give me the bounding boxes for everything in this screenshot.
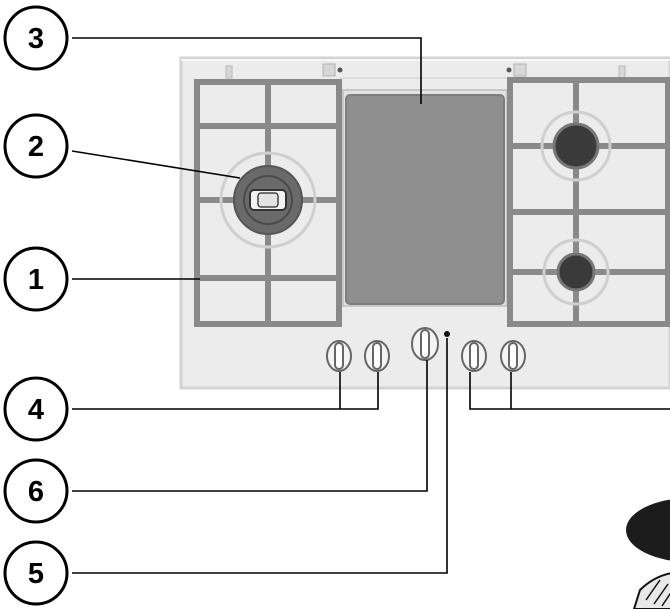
- hob-clip: [513, 63, 527, 77]
- leader-lines: [71, 37, 670, 574]
- wok-burner: [219, 151, 317, 249]
- leader-line-2: [71, 150, 241, 179]
- indicator-light: [444, 331, 450, 337]
- callout-5: 5: [3, 540, 69, 606]
- wok-burner-cap-slot: [257, 192, 279, 208]
- hob-clip: [618, 65, 626, 79]
- wok-burner-outer-ring: [219, 151, 317, 249]
- leader-line-4: [72, 372, 379, 410]
- burner-outer-ring: [542, 238, 610, 306]
- burner-head: [552, 122, 600, 170]
- callout-label: 6: [28, 476, 44, 508]
- leader-line-5: [72, 338, 448, 574]
- callout-label: 5: [28, 558, 44, 590]
- griddle-plate: [345, 94, 505, 305]
- callout-4: 4: [3, 376, 69, 442]
- callout-label: 2: [28, 131, 44, 163]
- callout-2: 2: [3, 113, 69, 179]
- leader-line-3: [72, 37, 422, 104]
- hob-clip-dot: [506, 67, 512, 73]
- leader-line-4-right: [469, 372, 670, 410]
- control-knobs: [326, 327, 526, 372]
- burner-outer-ring: [540, 110, 612, 182]
- wok-pan-body: [626, 499, 670, 561]
- callout-6: 6: [3, 458, 69, 524]
- hob-clip: [225, 65, 233, 79]
- callout-1: 1: [3, 246, 69, 312]
- callout-label: 3: [28, 23, 44, 55]
- hob-clip: [322, 63, 336, 77]
- leader-line-6: [72, 360, 428, 492]
- wok-pan-illustration: [626, 499, 670, 609]
- right-rear-burner: [540, 110, 612, 182]
- burner-head: [556, 252, 596, 292]
- callout-label: 1: [28, 264, 44, 296]
- callout-label: 4: [28, 394, 44, 426]
- griddle: [342, 89, 508, 307]
- callout-3: 3: [3, 5, 69, 71]
- hob-clip-dot: [337, 67, 343, 73]
- right-front-burner: [542, 238, 610, 306]
- wok-burner-crown: [243, 175, 293, 225]
